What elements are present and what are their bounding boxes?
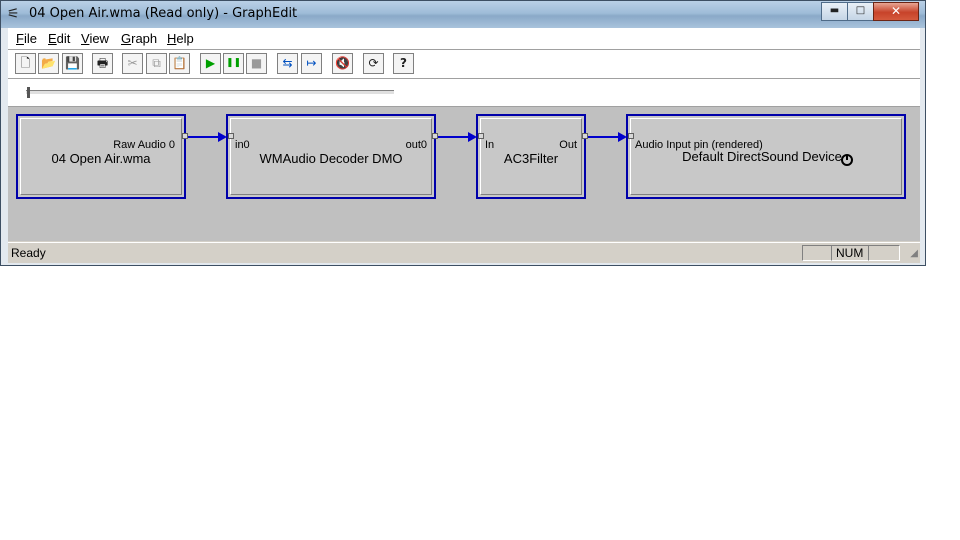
client-area: File Edit View Graph Help 🗋 📂 💾 🖶 ✂ ⧉ 📋 …	[8, 28, 920, 263]
filter-ac3filter[interactable]: In Out AC3Filter	[476, 114, 586, 199]
pin-label-audio-input: Audio Input pin (rendered)	[635, 139, 763, 151]
help-icon[interactable]: ?	[393, 53, 414, 74]
connection-line[interactable]	[588, 136, 622, 138]
close-button[interactable]: ✕	[873, 2, 919, 21]
status-panel-num: NUM	[831, 245, 869, 261]
paste-icon[interactable]: 📋	[169, 53, 190, 74]
mute-icon[interactable]: 🔇	[332, 53, 353, 74]
status-panel-scroll	[868, 245, 900, 261]
pin-label-in0: in0	[235, 139, 250, 151]
refresh-icon[interactable]: ⟳	[363, 53, 384, 74]
graphedit-icon[interactable]: ⚟	[7, 6, 20, 22]
input-pin[interactable]	[228, 133, 234, 139]
minimize-button[interactable]: ▬	[821, 2, 848, 21]
filter-graph: Raw Audio 0 04 Open Air.wma in0 out0 WMA…	[8, 107, 920, 241]
menu-bar: File Edit View Graph Help	[8, 28, 920, 50]
filter-name: 04 Open Air.wma	[51, 151, 151, 166]
pin-label-out0: out0	[405, 139, 427, 151]
arrow-icon	[468, 132, 477, 142]
window-title: 04 Open Air.wma (Read only) - GraphEdit	[29, 6, 298, 21]
pin-label-raw-audio: Raw Audio 0	[113, 139, 175, 151]
menu-file[interactable]: File	[16, 31, 37, 46]
cut-icon[interactable]: ✂	[122, 53, 143, 74]
seek-track[interactable]	[26, 90, 394, 95]
status-text: Ready	[11, 246, 46, 260]
connection-line[interactable]	[188, 136, 221, 138]
filter-source[interactable]: Raw Audio 0 04 Open Air.wma	[16, 114, 186, 199]
seek-icon[interactable]: ⇆	[277, 53, 298, 74]
save-icon[interactable]: 💾	[62, 53, 83, 74]
output-pin[interactable]	[182, 133, 188, 139]
graphedit-window: ⚟ 04 Open Air.wma (Read only) - GraphEdi…	[0, 0, 926, 266]
maximize-button[interactable]: □	[847, 2, 874, 21]
input-pin[interactable]	[628, 133, 634, 139]
resize-grip-icon[interactable]: ◢	[910, 248, 918, 259]
pause-icon[interactable]: ❚❚	[223, 53, 244, 74]
toolbar: 🗋 📂 💾 🖶 ✂ ⧉ 📋 ▶ ❚❚ ■ ⇆ ↦ 🔇 ⟳ ?	[8, 50, 920, 79]
seek-thumb[interactable]	[27, 87, 30, 98]
filter-name: Default DirectSound Device	[682, 149, 842, 164]
frame-step-icon[interactable]: ↦	[301, 53, 322, 74]
copy-icon[interactable]: ⧉	[146, 53, 167, 74]
new-icon[interactable]: 🗋	[15, 53, 36, 74]
title-bar[interactable]: ⚟ 04 Open Air.wma (Read only) - GraphEdi…	[1, 1, 925, 28]
filter-name: WMAudio Decoder DMO	[259, 151, 403, 166]
menu-edit[interactable]: Edit	[48, 31, 71, 46]
filter-name: AC3Filter	[503, 151, 559, 166]
menu-graph[interactable]: Graph	[121, 31, 158, 46]
clock-icon	[841, 154, 853, 166]
open-icon[interactable]: 📂	[38, 53, 59, 74]
output-pin[interactable]	[582, 133, 588, 139]
print-icon[interactable]: 🖶	[92, 53, 113, 74]
menu-view[interactable]: View	[81, 31, 109, 46]
filter-decoder[interactable]: in0 out0 WMAudio Decoder DMO	[226, 114, 436, 199]
menu-help[interactable]: Help	[167, 31, 194, 46]
pin-label-in: In	[485, 139, 495, 151]
status-panel-caps	[802, 245, 832, 261]
pin-label-out: Out	[559, 139, 577, 151]
arrow-icon	[218, 132, 227, 142]
status-bar: Ready NUM ◢	[8, 242, 920, 263]
seek-bar	[8, 79, 920, 107]
output-pin[interactable]	[432, 133, 438, 139]
connection-line[interactable]	[438, 136, 472, 138]
stop-icon[interactable]: ■	[246, 53, 267, 74]
play-icon[interactable]: ▶	[200, 53, 221, 74]
caption-buttons: ▬ □ ✕	[821, 2, 919, 21]
input-pin[interactable]	[478, 133, 484, 139]
filter-renderer[interactable]: Audio Input pin (rendered) Default Direc…	[626, 114, 906, 199]
arrow-icon	[618, 132, 627, 142]
